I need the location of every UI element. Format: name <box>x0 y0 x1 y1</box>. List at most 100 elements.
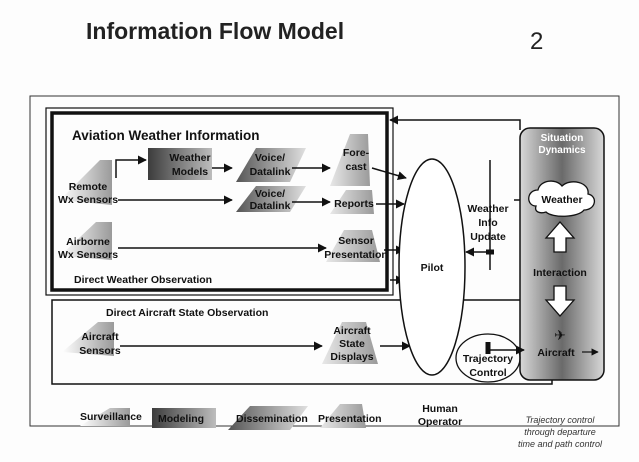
forecast-shape <box>330 134 370 186</box>
interaction-label: Interaction <box>533 267 587 279</box>
note-line-2: through departure <box>524 427 596 437</box>
svg-text:cast: cast <box>345 161 367 173</box>
situation-dynamics-label-1: Situation <box>541 133 584 144</box>
trajectory-control-label-1: Trajectory <box>463 353 513 365</box>
legend-presentation-label: Presentation <box>318 413 382 425</box>
voice-datalink-1-shape <box>236 148 306 182</box>
down-arrow-icon <box>544 285 576 317</box>
pilot-ellipse <box>398 158 466 376</box>
weather-cloud-label: Weather <box>541 194 582 206</box>
aircraft-sensors-label-1: Aircraft <box>81 331 119 343</box>
legend-modeling-swatch <box>152 408 216 428</box>
note-line-1: Trajectory control <box>526 415 596 425</box>
airborne-sensors-shape <box>60 222 112 260</box>
legend-dissemination-swatch <box>228 406 308 430</box>
voice-datalink-1-label-2: Datalink <box>250 166 291 178</box>
weather-models-label-1: Weather <box>169 152 210 164</box>
weather-info-box <box>50 111 389 292</box>
aircraft-state-displays-label-3: Displays <box>330 351 373 363</box>
aircraft-sensors-label-2: Sensors <box>79 345 121 357</box>
svg-text:Wx Sensors: Wx Sensors <box>58 249 118 261</box>
aircraft-state-displays-shape <box>322 322 378 364</box>
legend-dissemination-label: Dissemination <box>236 413 308 425</box>
page-number: 2 <box>530 28 544 55</box>
svg-text:Weather: Weather <box>467 203 508 215</box>
svg-text:Info: Info <box>478 217 497 229</box>
svg-text:Weather: Weather <box>169 152 210 164</box>
svg-text:Aircraft: Aircraft <box>333 325 371 337</box>
svg-text:Airborne: Airborne <box>66 236 110 248</box>
svg-text:Displays: Displays <box>330 351 373 363</box>
airborne-sensors-label-1: Airborne <box>66 236 110 248</box>
svg-text:Models: Models <box>172 166 208 178</box>
svg-text:Wx Sensors: Wx Sensors <box>58 194 118 206</box>
svg-text:Sensors: Sensors <box>79 345 121 357</box>
weather-info-update-label-1: Weather <box>467 203 508 215</box>
svg-text:Sensor: Sensor <box>338 235 374 247</box>
arrow-sensors-to-models <box>115 155 147 178</box>
legend-presentation-swatch <box>320 404 366 428</box>
legend-human-operator-label-2: Operator <box>418 416 462 428</box>
feedback-loop-line <box>389 115 521 130</box>
forecast-label-1: Fore- <box>343 147 370 159</box>
weather-models-label-2: Models <box>172 166 208 178</box>
pilot-label: Pilot <box>421 262 444 274</box>
svg-text:Operator: Operator <box>418 416 462 428</box>
voice-datalink-2-shape <box>236 186 306 212</box>
reports-shape <box>330 190 374 214</box>
weather-box-title: Aviation Weather Information <box>72 128 260 143</box>
svg-text:Human: Human <box>422 403 458 415</box>
trajectory-control-ellipse <box>455 333 521 383</box>
sensor-presentation-label-1: Sensor <box>338 235 374 247</box>
svg-text:Dynamics: Dynamics <box>538 145 586 156</box>
arrow-forecast-to-pilot <box>371 167 407 181</box>
legend-human-operator-label-1: Human <box>422 403 458 415</box>
weather-box-footer: Direct Weather Observation <box>74 274 212 286</box>
weather-cloud-shape <box>528 180 595 217</box>
weather-models-shape <box>148 148 212 180</box>
up-arrow-icon <box>544 221 576 253</box>
note-line-3: time and path control <box>518 439 603 449</box>
svg-text:Voice/: Voice/ <box>255 152 285 164</box>
airborne-sensors-label-2: Wx Sensors <box>58 249 118 261</box>
svg-text:Control: Control <box>469 367 506 379</box>
remote-sensors-label-1: Remote <box>69 181 108 193</box>
svg-text:Presentation: Presentation <box>324 249 388 261</box>
voice-datalink-2-label-2: Datalink <box>250 200 291 212</box>
svg-text:time and path control: time and path control <box>518 439 603 449</box>
svg-text:Trajectory control: Trajectory control <box>526 415 596 425</box>
remote-sensors-label-2: Wx Sensors <box>58 194 118 206</box>
forecast-label-2: cast <box>345 161 367 173</box>
legend-surveillance-label: Surveillance <box>80 411 142 423</box>
svg-text:Update: Update <box>470 231 506 243</box>
aircraft-box-title: Direct Aircraft State Observation <box>106 307 268 319</box>
trajectory-control-label-2: Control <box>469 367 506 379</box>
svg-text:Aircraft: Aircraft <box>81 331 119 343</box>
remote-sensors-shape <box>60 160 112 205</box>
svg-text:Remote: Remote <box>69 181 108 193</box>
voice-datalink-2-label-1: Voice/ <box>255 188 285 200</box>
weather-info-update-label-3: Update <box>470 231 506 243</box>
svg-text:Fore-: Fore- <box>343 147 370 159</box>
slide-title: Information Flow Model <box>86 18 345 44</box>
svg-text:Datalink: Datalink <box>250 200 291 212</box>
sensor-presentation-label-2: Presentation <box>324 249 388 261</box>
aircraft-state-displays-label-2: State <box>339 338 365 350</box>
legend-surveillance-swatch <box>80 408 130 426</box>
svg-text:State: State <box>339 338 365 350</box>
aircraft-sensors-shape <box>62 322 114 356</box>
svg-text:Trajectory: Trajectory <box>463 353 513 365</box>
situation-dynamics-label-2: Dynamics <box>538 145 586 156</box>
svg-text:through departure: through departure <box>524 427 596 437</box>
voice-datalink-1-label-1: Voice/ <box>255 152 285 164</box>
svg-text:Datalink: Datalink <box>250 166 291 178</box>
legend-modeling-label: Modeling <box>158 413 204 425</box>
weather-info-inner-box <box>45 107 394 296</box>
sensor-presentation-shape <box>326 230 380 262</box>
airplane-icon: ✈ <box>554 327 566 343</box>
aircraft-label: Aircraft <box>537 347 575 359</box>
aircraft-state-displays-label-1: Aircraft <box>333 325 371 337</box>
svg-text:Voice/: Voice/ <box>255 188 285 200</box>
